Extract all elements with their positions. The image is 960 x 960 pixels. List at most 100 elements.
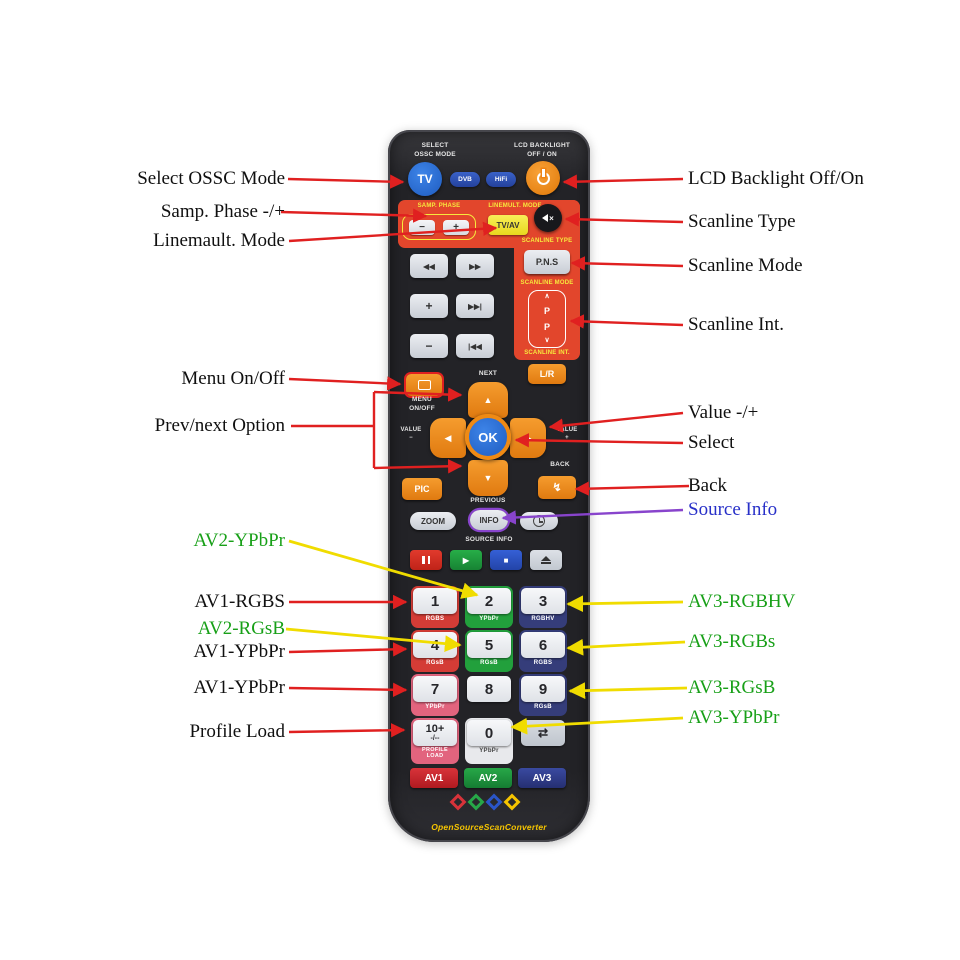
dpad-down-button[interactable]: ▼: [468, 460, 508, 496]
timer-button[interactable]: [520, 512, 558, 530]
key-4[interactable]: 4: [413, 632, 457, 658]
profile-load-sublabel: PROFILE LOAD: [422, 747, 448, 759]
value-left-text: VALUE: [400, 427, 422, 433]
numpad-cell-9: 9 RGsB: [519, 674, 567, 716]
key-2[interactable]: 2: [467, 588, 511, 614]
value-plus-sign: +: [565, 435, 569, 442]
hifi-button[interactable]: HiFi: [486, 172, 516, 187]
skip-next-button[interactable]: ▶▶|: [456, 294, 494, 318]
key-1[interactable]: 1: [413, 588, 457, 614]
key-6[interactable]: 6: [521, 632, 565, 658]
eject-button[interactable]: [530, 550, 562, 570]
numpad-cell-5: 5 RGsB: [465, 630, 513, 672]
swap-arrows-icon: ⇄: [537, 726, 549, 740]
label-menu-on-off: Menu On/Off: [181, 368, 285, 389]
plus-button[interactable]: +: [410, 294, 448, 318]
swap-button[interactable]: ⇄: [521, 720, 565, 746]
program-up-down-rocker[interactable]: ∧ P P ∨: [528, 290, 566, 348]
minus-button[interactable]: −: [410, 334, 448, 358]
label-value: Value -/+: [688, 402, 759, 423]
label-av1-ypbpr-1: AV1-YPbPr: [193, 641, 285, 662]
dpad-right-button[interactable]: ▶: [510, 418, 546, 458]
key-1-sublabel: RGBS: [425, 616, 445, 622]
pause-button[interactable]: [410, 550, 442, 570]
label-av2-ypbpr: AV2-YPbPr: [193, 530, 285, 551]
av1-button[interactable]: AV1: [410, 768, 458, 788]
numpad-cell-2: 2 YPbPr: [465, 586, 513, 628]
back-button[interactable]: ↯: [538, 476, 576, 499]
zoom-button[interactable]: ZOOM: [410, 512, 456, 530]
play-icon: ▶: [462, 555, 470, 565]
scanline-type-button[interactable]: ×: [534, 204, 562, 232]
pns-button[interactable]: P.N.S: [524, 250, 570, 274]
key-9-sublabel: RGsB: [534, 704, 552, 710]
key-0[interactable]: 0: [467, 720, 511, 746]
power-button[interactable]: [526, 161, 560, 195]
tv-av-button[interactable]: TV/AV: [488, 215, 528, 235]
label-scanline-type: Scanline Type: [688, 211, 796, 232]
samp-phase-minus-button[interactable]: −: [409, 219, 435, 235]
lcd-line2: OFF / ON: [527, 150, 557, 158]
key-9[interactable]: 9: [521, 676, 565, 702]
key-10plus-alt: -/--: [430, 735, 440, 742]
samp-phase-plus-button[interactable]: +: [443, 219, 469, 235]
chevron-up-icon: ∧: [544, 293, 550, 300]
mute-x-icon: ×: [549, 213, 554, 223]
key-5[interactable]: 5: [467, 632, 511, 658]
dvb-button[interactable]: DVB: [450, 172, 480, 187]
menu-button[interactable]: [406, 374, 442, 396]
triangle-right-icon: ▶: [524, 432, 532, 443]
label-av1-rgbs: AV1-RGBS: [194, 591, 285, 612]
skip-previous-button[interactable]: |◀◀: [456, 334, 494, 358]
lcd-line1: LCD BACKLIGHT: [513, 142, 571, 149]
numpad-cell-10plus: 10+ -/-- PROFILE LOAD: [411, 718, 459, 764]
label-prev-next-option: Prev/next Option: [154, 415, 285, 436]
select-ossc-line2: OSSC MODE: [414, 150, 456, 158]
fast-forward-button[interactable]: ▶▶: [456, 254, 494, 278]
logo-diamond-red: [449, 793, 467, 811]
numpad-cell-swap: ⇄: [519, 718, 567, 764]
dpad-up-button[interactable]: ▲: [468, 382, 508, 418]
key-6-sublabel: RGBS: [533, 660, 553, 666]
pic-button[interactable]: PIC: [402, 478, 442, 500]
key-7[interactable]: 7: [413, 676, 457, 702]
av3-button[interactable]: AV3: [518, 768, 566, 788]
menu-print-line1: MENU: [412, 396, 432, 403]
pause-icon-bar: [427, 556, 430, 564]
play-button[interactable]: ▶: [450, 550, 482, 570]
key-3[interactable]: 3: [521, 588, 565, 614]
lr-button[interactable]: L/R: [528, 364, 566, 384]
key-0-sublabel: YPbPr: [479, 748, 499, 754]
tv-button[interactable]: TV: [408, 162, 442, 196]
select-ossc-line1: SELECT: [421, 142, 449, 149]
value-minus-sign: −: [409, 435, 413, 442]
info-button[interactable]: INFO: [470, 510, 508, 530]
triangle-down-icon: ▼: [483, 473, 493, 483]
value-right-text: VALUE: [556, 427, 578, 433]
stop-button[interactable]: ■: [490, 550, 522, 570]
linemult-mode-print: LINEMULT. MODE: [488, 203, 542, 209]
label-av3-rgbhv: AV3-RGBHV: [688, 591, 796, 612]
clock-icon: [533, 515, 545, 527]
key-8[interactable]: 8: [467, 676, 511, 702]
logo-diamond-blue: [485, 793, 503, 811]
samp-phase-print: SAMP. PHASE: [417, 203, 461, 209]
label-av1-ypbpr-2: AV1-YPbPr: [193, 677, 285, 698]
av2-button[interactable]: AV2: [464, 768, 512, 788]
key-7-sublabel: YPbPr: [425, 704, 445, 710]
skip-previous-icon: |◀◀: [468, 341, 482, 351]
label-av3-ypbpr: AV3-YPbPr: [688, 707, 780, 728]
key-10plus[interactable]: 10+ -/--: [413, 720, 457, 746]
speaker-icon: [542, 214, 549, 222]
menu-icon: [417, 380, 431, 390]
chevron-down-icon: ∨: [544, 336, 550, 344]
rewind-button[interactable]: ◀◀: [410, 254, 448, 278]
key-4-sublabel: RGsB: [426, 660, 444, 666]
dpad-left-button[interactable]: ◀: [430, 418, 466, 458]
label-lcd-backlight: LCD Backlight Off/On: [688, 168, 864, 189]
label-av3-rgbs: AV3-RGBs: [688, 631, 776, 652]
ok-button[interactable]: OK: [465, 414, 511, 460]
numpad-cell-3: 3 RGBHV: [519, 586, 567, 628]
key-5-sublabel: RGsB: [480, 660, 498, 666]
